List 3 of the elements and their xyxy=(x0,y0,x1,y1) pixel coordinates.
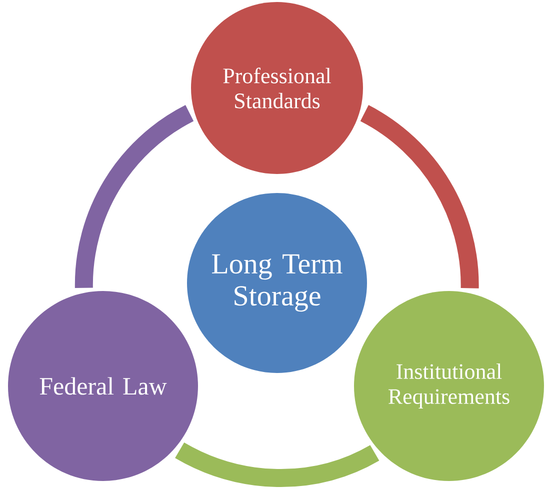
connector-arc xyxy=(74,105,194,288)
connector-arc xyxy=(175,442,379,487)
connector-arc xyxy=(360,105,479,288)
